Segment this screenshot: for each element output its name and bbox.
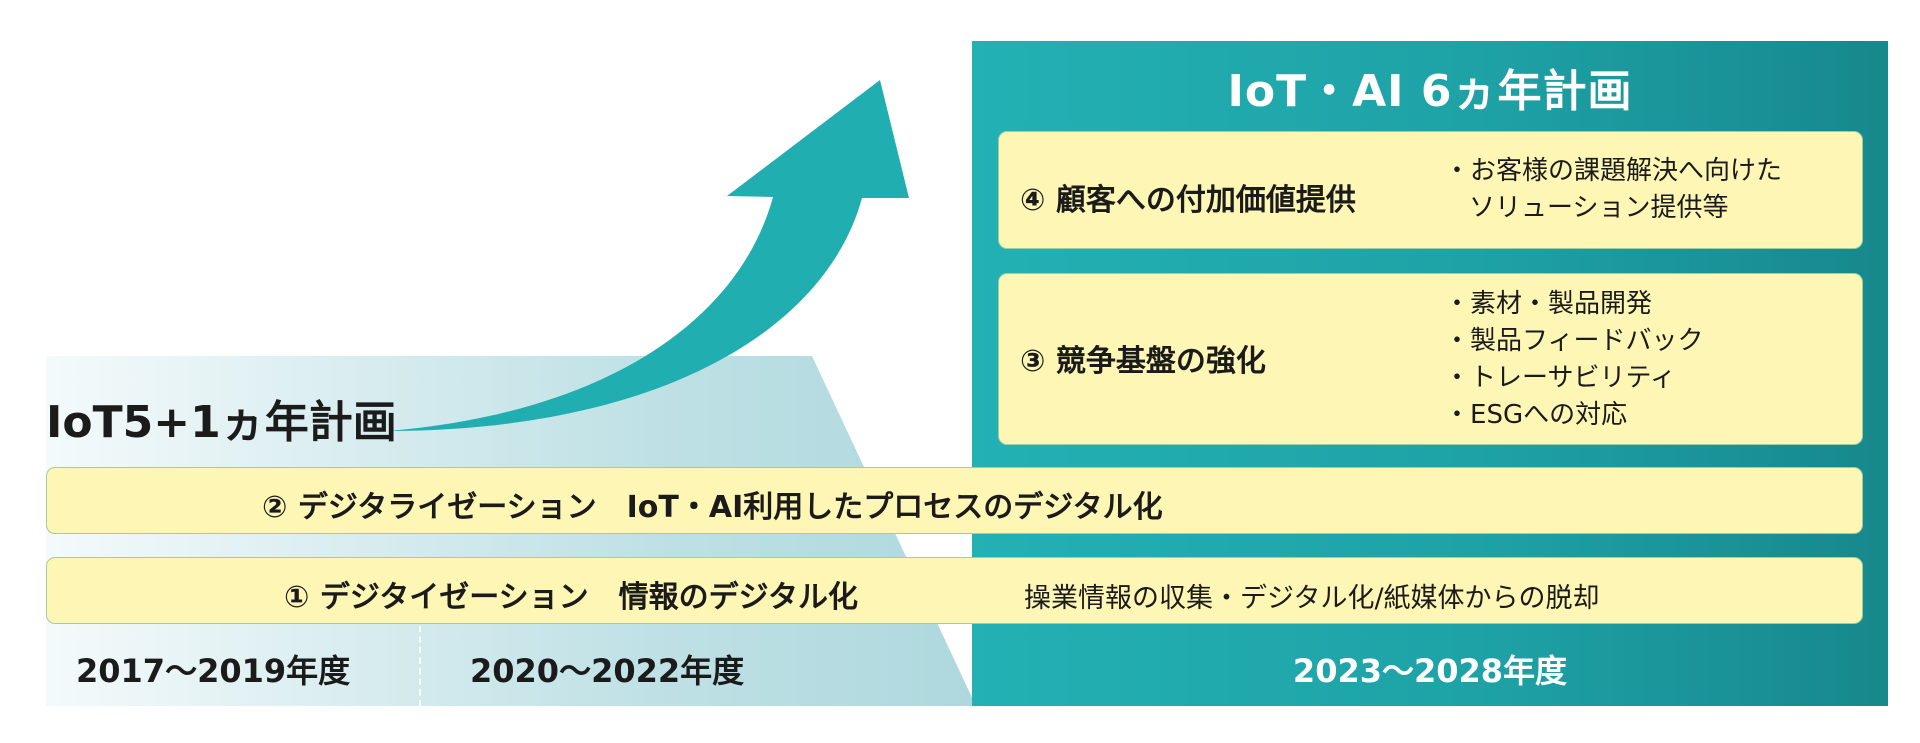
card-competitive-base: [998, 273, 1863, 445]
year-range-3: 2023～2028年度: [1292, 652, 1568, 690]
card-3-bullet: 素材・製品開発: [1444, 286, 1704, 323]
card-4-title: ④ 顧客への付加価値提供: [1020, 183, 1356, 218]
card-3-bullet: 製品フィードバック: [1444, 323, 1703, 360]
band-2-text: ② デジタライゼーション IoT・AI利用したプロセスのデジタル化: [262, 490, 1163, 525]
card-4-bullet-continuation: ソリューション提供等: [1469, 193, 1729, 223]
card-4-bullet: お客様の課題解決へ向けた: [1444, 153, 1782, 190]
band-1-note: 操業情報の収集・デジタル化/紙媒体からの脱却: [1024, 583, 1600, 614]
band-digitization: [46, 557, 1863, 624]
card-value-added: [998, 131, 1863, 249]
card-3-bullet: トレーサビリティ: [1444, 360, 1704, 397]
year-divider: [419, 626, 421, 706]
card-3-title: ③ 競争基盤の強化: [1020, 344, 1266, 379]
card-3-bullet: ESGへの対応: [1444, 397, 1704, 434]
plan-5-title: IoT5+1ヵ年計画: [46, 397, 397, 448]
card-3-bullets: 素材・製品開発 製品フィードバック トレーサビリティ ESGへの対応: [1444, 286, 1704, 434]
band-1-text: ① デジタイゼーション 情報のデジタル化: [284, 580, 859, 615]
band-digitalization: [46, 467, 1863, 534]
card-4-bullets: お客様の課題解決へ向けた ソリューション提供等: [1444, 153, 1782, 227]
year-range-2: 2020～2022年度: [470, 652, 745, 690]
year-range-1: 2017～2019年度: [76, 652, 351, 690]
plan-6-title: IoT・AI 6ヵ年計画: [1227, 66, 1633, 117]
